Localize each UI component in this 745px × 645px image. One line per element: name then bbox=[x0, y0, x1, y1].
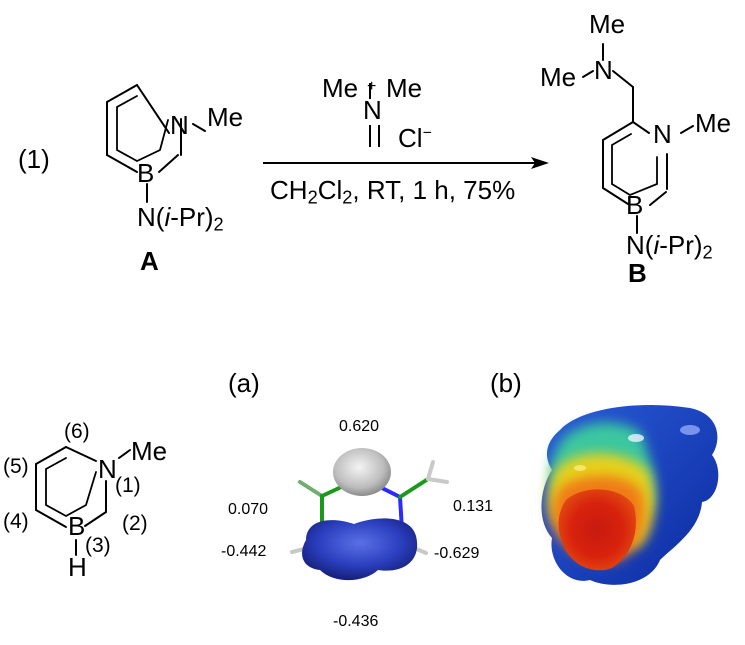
reactant-n-methyl: Me bbox=[207, 102, 244, 132]
charge-top: 0.620 bbox=[339, 418, 380, 435]
equation-number: (1) bbox=[18, 144, 50, 174]
reactant-diisopropylamino: N(i-Pr)2 bbox=[137, 202, 224, 235]
reagent-nitrogen: N bbox=[363, 95, 382, 125]
product-b-ring bbox=[582, 43, 694, 234]
reactant-ring-boron: B bbox=[137, 158, 155, 188]
reagent-chloride: Cl− bbox=[398, 123, 432, 153]
numbered-structure-ring bbox=[35, 446, 131, 556]
panel-b-label: (b) bbox=[490, 368, 522, 398]
position-3: (3) bbox=[85, 534, 111, 557]
product-n-methyl: Me bbox=[695, 108, 732, 138]
reactant-label: A bbox=[140, 246, 159, 276]
charge-right: 0.131 bbox=[453, 498, 494, 515]
reagent-iminium bbox=[369, 83, 380, 147]
product-label: B bbox=[628, 258, 647, 288]
gray-orbital-lobe bbox=[333, 448, 391, 496]
product-dimethylamino-nitrogen: N bbox=[594, 55, 613, 85]
position-4: (4) bbox=[3, 510, 29, 533]
reagent-positive-charge: + bbox=[367, 78, 377, 95]
position-1: (1) bbox=[115, 474, 141, 497]
product-ring-nitrogen: N bbox=[653, 119, 672, 149]
product-diisopropylamino: N(i-Pr)2 bbox=[626, 230, 713, 263]
reaction-arrow bbox=[263, 157, 549, 169]
product-top-methyl: Me bbox=[589, 9, 626, 39]
esp-surface bbox=[541, 404, 719, 585]
charge-lower-right: -0.629 bbox=[434, 545, 480, 562]
numbered-hydrogen: H bbox=[68, 552, 87, 582]
numbered-ring-boron: B bbox=[68, 511, 86, 541]
reagent-methyl-left: Me bbox=[322, 73, 359, 103]
position-6: (6) bbox=[64, 420, 90, 443]
blue-orbital-lobe bbox=[302, 518, 418, 581]
charge-bottom: -0.436 bbox=[333, 613, 379, 630]
reaction-conditions: CH2Cl2, RT, 1 h, 75% bbox=[270, 175, 516, 208]
reagent-methyl-right: Me bbox=[386, 73, 423, 103]
reactant-ring-nitrogen: N bbox=[170, 110, 189, 140]
numbered-n-methyl: Me bbox=[131, 436, 168, 466]
position-2: (2) bbox=[122, 512, 148, 535]
numbered-ring-nitrogen: N bbox=[98, 454, 117, 484]
product-side-methyl: Me bbox=[540, 62, 577, 92]
charge-left: 0.070 bbox=[228, 501, 269, 518]
product-ring-boron: B bbox=[626, 190, 644, 220]
position-5: (5) bbox=[3, 455, 29, 478]
charge-lower-left: -0.442 bbox=[221, 543, 267, 560]
panel-a-label: (a) bbox=[228, 368, 260, 398]
reactant-a-ring bbox=[106, 84, 206, 203]
